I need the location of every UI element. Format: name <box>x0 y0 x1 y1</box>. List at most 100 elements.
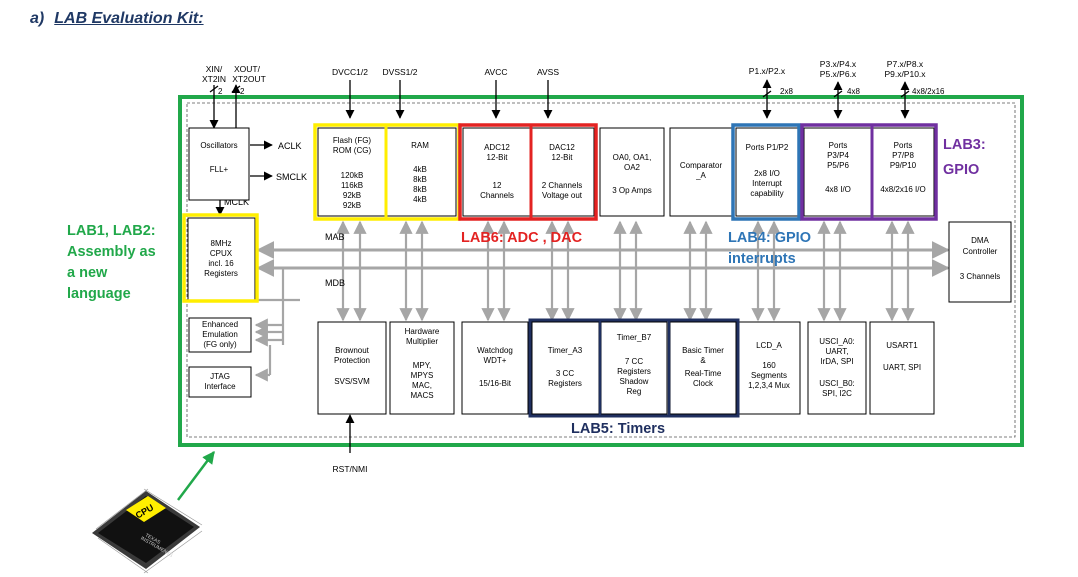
tb-label-4: Shadow <box>620 377 649 386</box>
lab5-frame <box>528 318 740 418</box>
ram-size-4: 4kB <box>413 195 427 204</box>
mult-label-1: Hardware <box>405 327 440 336</box>
lab12-label-2: Assembly as <box>67 244 156 260</box>
cpu-label-3: incl. 16 <box>208 259 234 268</box>
adc12-block <box>462 127 532 217</box>
lab5-label: LAB5: Timers <box>571 421 665 437</box>
signal-xin: XIN/ <box>206 64 223 74</box>
osc-bus-width-b: 2 <box>240 87 245 96</box>
signal-xt2in: XT2IN <box>202 74 226 84</box>
mclk-label: MCLK <box>224 197 249 207</box>
p36-label-2: P3/P4 <box>827 151 849 160</box>
usci-label-2: UART, <box>826 347 849 356</box>
usci-label-4: USCI_B0: <box>819 379 855 388</box>
signal-dvss: DVSS1/2 <box>383 67 418 77</box>
usart-label-2: UART, SPI <box>883 363 921 372</box>
bt-label-3: Real-Time <box>685 369 722 378</box>
lab3-frame <box>800 123 938 221</box>
ta-label-1: Timer_A3 <box>548 346 583 355</box>
board-frame <box>178 95 1024 447</box>
flash-size-2: 116kB <box>341 181 363 190</box>
flash-label-2: ROM (CG) <box>333 146 372 155</box>
flash-size-3: 92kB <box>343 191 361 200</box>
dma-block <box>948 221 1012 303</box>
bus-taps <box>336 220 915 322</box>
signal-p5p6: P5.x/P6.x <box>820 69 857 79</box>
jtag-block <box>188 366 252 398</box>
lab4-label-2: interrupts <box>728 251 796 267</box>
brownout-label-3: SVS/SVM <box>334 377 370 386</box>
osc-label-1: Oscillators <box>200 141 237 150</box>
lab3-label-1: LAB3: <box>943 137 986 153</box>
p36-label-3: P5/P6 <box>827 161 849 170</box>
dma-label-1: DMA <box>971 236 989 245</box>
ports-p3p6-block <box>803 127 873 217</box>
signal-dvcc: DVCC1/2 <box>332 67 368 77</box>
p12-label-1: Ports P1/P2 <box>746 143 789 152</box>
comp-label-2: _A <box>695 171 706 180</box>
oscillators-block <box>188 127 250 201</box>
p710-label-4: 4x8/2x16 I/O <box>880 185 925 194</box>
signal-p3p4: P3.x/P4.x <box>820 59 857 69</box>
bt-label-2: & <box>700 356 706 365</box>
timer-a3-block <box>531 321 600 415</box>
lcd-block <box>737 321 801 415</box>
flash-label-1: Flash (FG) <box>333 136 372 145</box>
basic-timer-block <box>669 321 737 415</box>
p36-label-4: 4x8 I/O <box>825 185 851 194</box>
p12-label-2: 2x8 I/O <box>754 169 780 178</box>
mult-label-6: MACS <box>410 391 433 400</box>
wdt-label-3: 15/16-Bit <box>479 379 512 388</box>
p710-label-3: P9/P10 <box>890 161 917 170</box>
usci-label-1: USCI_A0: <box>819 337 855 346</box>
bt-label-1: Basic Timer <box>682 346 724 355</box>
p710-label-2: P7/P8 <box>892 151 914 160</box>
cpu-chip-image: CPU TEXAS INSTRUMENTS <box>92 488 203 574</box>
lab12-label-1: LAB1, LAB2: <box>67 223 156 239</box>
smclk-label: SMCLK <box>276 172 307 182</box>
usart-block <box>869 321 935 415</box>
mab-label: MAB <box>325 232 345 242</box>
signal-avcc: AVCC <box>485 67 508 77</box>
ta-label-2: 3 CC <box>556 369 574 378</box>
signal-p1p2: P1.x/P2.x <box>749 66 786 76</box>
mult-label-2: Multiplier <box>406 337 438 346</box>
adc-label-2: 12-Bit <box>487 153 509 162</box>
ram-size-3: 8kB <box>413 185 427 194</box>
lab3-label-2: GPIO <box>943 162 979 178</box>
aclk-label: ACLK <box>278 141 302 151</box>
mult-label-5: MAC, <box>412 381 432 390</box>
chip-outline <box>186 102 1016 438</box>
buses <box>254 220 950 382</box>
cpu-label-4: Registers <box>204 269 238 278</box>
lab6-frame <box>458 123 598 221</box>
usci-label-5: SPI, I2C <box>822 389 852 398</box>
oa-label-1: OA0, OA1, <box>613 153 652 162</box>
ram-size-2: 8kB <box>413 175 427 184</box>
p710-label-1: Ports <box>894 141 913 150</box>
dac-label-1: DAC12 <box>549 143 575 152</box>
p36-label-1: Ports <box>829 141 848 150</box>
debug-links <box>254 268 300 382</box>
oa-label-3: 3 Op Amps <box>612 186 652 195</box>
ta-label-3: Registers <box>548 379 582 388</box>
ports-p7p10-block <box>871 127 935 217</box>
signal-p7p8: P7.x/P8.x <box>887 59 924 69</box>
usci-block <box>807 321 867 415</box>
jtag-label-1: JTAG <box>210 372 230 381</box>
dac12-block <box>530 127 595 217</box>
ports-p1p2-block <box>735 127 799 217</box>
lab12-label-4: language <box>67 286 131 302</box>
dma-label-2: Controller <box>963 247 998 256</box>
lab12-label-3: a new <box>67 265 108 281</box>
p3-bus-width: 4x8 <box>847 87 860 96</box>
adc-label-3: 12 <box>493 181 502 190</box>
ram-label: RAM <box>411 141 429 150</box>
mdb-label: MDB <box>325 278 345 288</box>
osc-bus-width-a: 2 <box>218 87 223 96</box>
dac-label-4: Voltage out <box>542 191 583 200</box>
jtag-label-2: Interface <box>204 382 236 391</box>
tb-label-5: Reg <box>627 387 642 396</box>
opamp-block <box>599 127 665 217</box>
